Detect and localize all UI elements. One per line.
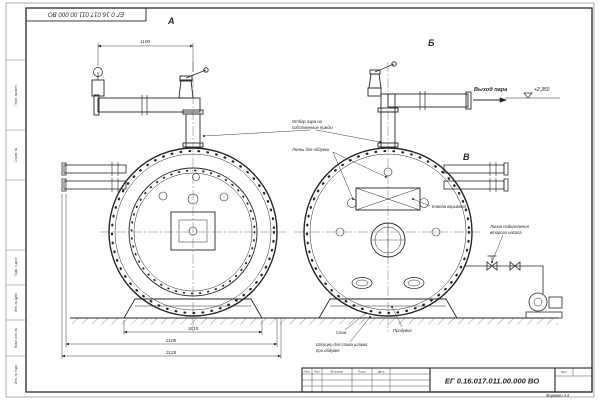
sight-glass: [187, 193, 199, 205]
stamp-col-izm: Изм.: [304, 370, 311, 374]
sheet-frame: [5, 2, 595, 398]
saddle-left: [123, 298, 263, 319]
dim-mid: 2105: [165, 338, 177, 343]
margin-field: Инв. № подл.: [14, 364, 18, 384]
pump-line: [465, 255, 563, 319]
annotation-drain: Слив: [336, 330, 347, 335]
view-label-b: Б: [428, 38, 435, 48]
annotation-explosion-valve: Клапан взрывной: [432, 204, 466, 209]
annotations: Отбор пара на собственные нужды Лючки дл…: [203, 119, 530, 353]
dimensions: 1100 1615 2105 2125: [61, 39, 282, 359]
steam-outlet: Выход пара: [473, 87, 507, 103]
annotation-pump-line: Линия подключения: [489, 224, 530, 229]
elevation-value: +2,350: [534, 87, 550, 93]
right-view-piping: [367, 61, 472, 149]
title-block: Изм. Лист № докум. Подп. Дата Лист ЕГ 0.…: [301, 367, 593, 393]
annotation-steam-needs: Отбор пара на: [292, 119, 323, 124]
burner-box: [170, 211, 216, 251]
annotation-steam-needs-2: собственные нужды: [292, 125, 333, 130]
view-label-a: А: [167, 16, 175, 26]
format-label: Формат А3: [546, 393, 570, 398]
dim-top: 1100: [140, 39, 150, 44]
pump-unit: [525, 292, 563, 319]
explosion-hatch: [355, 187, 421, 211]
valve-plain: [509, 261, 521, 271]
dim-overall: 2125: [165, 350, 177, 355]
doc-number: ЕГ 0.16.017.011.00.000 ВО: [445, 377, 539, 386]
margin-field: Подп. и дата: [14, 257, 18, 276]
bolt-ring: [305, 149, 471, 315]
safety-valve-right: [367, 61, 397, 97]
left-tie-rods: [61, 162, 127, 192]
annotation-pump-line-2: второго насоса: [490, 230, 522, 235]
annotation-sludge: Штуцер для слива шлама: [316, 342, 368, 347]
left-view-piping: [91, 67, 209, 149]
door-bolt-ring: [130, 169, 256, 295]
stamp-col-data: Дата: [378, 370, 385, 374]
doc-number-inverted: ЕГ 0.16.017.011.00.000 ВО: [48, 11, 124, 18]
saddle-right: [318, 298, 458, 319]
margin-field: Справ. №: [14, 147, 18, 162]
steam-out-label: Выход пара: [474, 87, 507, 93]
margin-field: Перв. примен.: [14, 84, 18, 105]
annotation-sludge-2: при обдувке: [316, 348, 340, 353]
margin-field: Взам. инв. №: [14, 328, 18, 348]
margin-field: Инв. № дубл.: [14, 292, 18, 312]
right-tie-rods: [443, 162, 509, 192]
left-margin-labels: Перв. примен. Справ. № Подп. и дата Инв.…: [14, 84, 18, 384]
stamp-col-list: Лист: [314, 370, 321, 374]
stamp-sheet-label: Лист: [561, 370, 568, 374]
dim-base: 1615: [188, 326, 199, 331]
stamp-col-podp: Подп.: [358, 370, 366, 374]
safety-valve-left: [178, 67, 209, 99]
annotation-hatches: Лючки для обдувки: [291, 147, 330, 152]
bolt-ring: [110, 149, 276, 315]
annotation-blowdown: Продувка: [393, 328, 412, 333]
view-label-v: В: [463, 152, 470, 162]
ground-line: [70, 317, 558, 325]
top-left-doc-cell: ЕГ 0.16.017.011.00.000 ВО: [25, 7, 147, 22]
elevation-mark: +2,350: [505, 87, 560, 99]
stamp-col-dokum: № докум.: [330, 370, 344, 374]
hand-valve-left: [91, 67, 105, 97]
